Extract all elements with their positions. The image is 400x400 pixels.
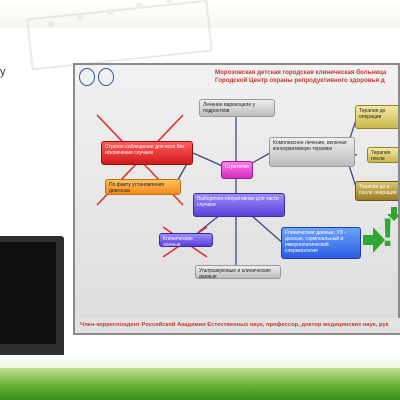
node-r1: Терапия до операции bbox=[355, 105, 398, 129]
node-right-combo: Комплексное лечение, включая консерватив… bbox=[269, 137, 355, 167]
monitor-screen bbox=[0, 242, 56, 344]
green-arrow-icon bbox=[363, 227, 385, 253]
node-r2: Терапия после bbox=[367, 147, 398, 163]
down-arrow-icon bbox=[387, 207, 398, 221]
bottom-green-bar bbox=[0, 368, 400, 400]
node-blue-small: Клинические данные bbox=[159, 233, 213, 247]
slide-footer-band bbox=[75, 318, 400, 333]
presentation-slide: Морозовская детская городская клиническа… bbox=[73, 63, 400, 335]
node-r3: Терапия до и после операции bbox=[355, 181, 398, 201]
top-background bbox=[0, 0, 400, 28]
node-red: Строгое соблюдение для всех без исключен… bbox=[101, 141, 193, 165]
exclamation-icon: ! bbox=[381, 211, 395, 255]
slide-title-line1: Морозовская детская городская клиническа… bbox=[215, 69, 387, 76]
node-right-blue: Клинические данные, УЗ - данные, гормона… bbox=[281, 227, 361, 259]
node-bottom: Ультразвуковые и клинические данные bbox=[195, 265, 281, 279]
node-purple-mid: Выборочно-оперативная для части случаев bbox=[193, 193, 285, 217]
logo-icon bbox=[79, 68, 121, 88]
node-top: Лечение варикоцеле у подростков bbox=[199, 99, 275, 117]
left-edge-text: y bbox=[0, 66, 6, 78]
node-center: Стратегия bbox=[221, 161, 253, 179]
slide-title: Морозовская детская городская клиническа… bbox=[215, 69, 398, 85]
filmstrip-decoration bbox=[26, 0, 213, 71]
slide-footer-text: Член-корреспондент Российской Академии Е… bbox=[80, 322, 389, 328]
node-orange: По факту установления диагноза bbox=[105, 179, 181, 195]
monitor-icon bbox=[0, 236, 64, 358]
bottom-gradient bbox=[0, 355, 400, 371]
slide-title-line2: Городской Центр охраны репродуктивного з… bbox=[215, 77, 385, 84]
